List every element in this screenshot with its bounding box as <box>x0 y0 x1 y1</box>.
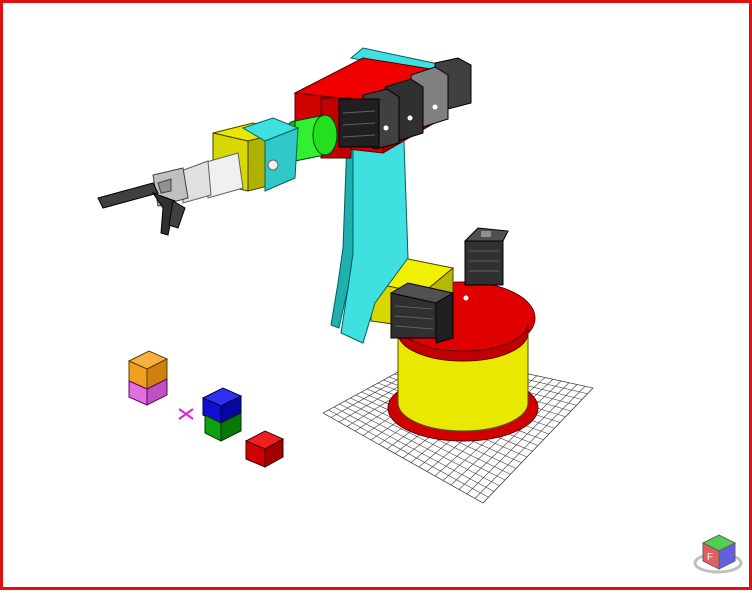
upper-arm-link <box>330 47 444 344</box>
robot-base <box>387 281 539 442</box>
view-cube[interactable]: F <box>693 534 743 574</box>
robot-scene[interactable]: F <box>3 3 752 593</box>
cube-stack-orange-pink <box>127 350 169 406</box>
gripper <box>97 152 244 236</box>
grid-line <box>482 387 594 504</box>
grid-line <box>466 384 578 495</box>
shoulder-motor <box>389 282 455 344</box>
cube-stack-blue-green <box>201 387 243 442</box>
cube-red <box>244 430 285 468</box>
target-marker <box>178 408 194 420</box>
base-motor <box>463 227 509 286</box>
view-cube-face-label: F <box>707 552 713 563</box>
grid-line <box>458 382 570 490</box>
elbow-motors <box>338 57 472 150</box>
grid-line <box>474 386 586 499</box>
